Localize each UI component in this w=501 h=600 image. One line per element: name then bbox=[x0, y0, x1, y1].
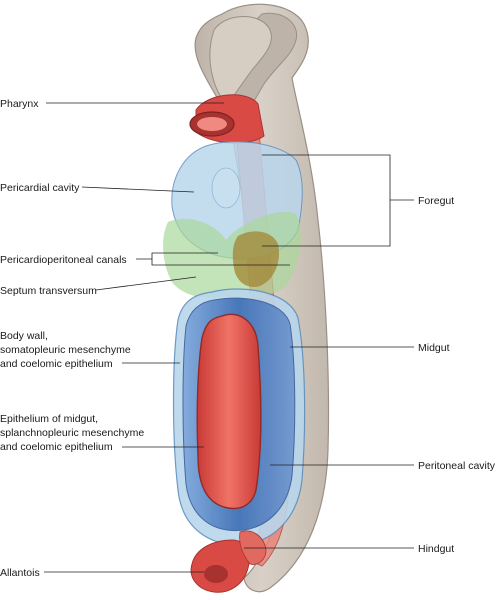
label-hindgut: Hindgut bbox=[418, 543, 454, 555]
septum-leader bbox=[95, 276, 197, 291]
label-septum-transversum: Septum transversum bbox=[0, 285, 97, 297]
pharynx-lumen bbox=[197, 117, 227, 131]
heart-tube bbox=[211, 167, 241, 209]
head-curl-inner bbox=[209, 16, 272, 105]
label-midgut: Midgut bbox=[418, 342, 450, 354]
foregut-bracket bbox=[262, 154, 391, 247]
allantois-opening bbox=[204, 565, 228, 583]
label-body-wall-2: somatopleuric mesenchyme bbox=[0, 344, 131, 356]
label-body-wall-1: Body wall, bbox=[0, 330, 48, 342]
label-epithelium-1: Epithelium of midgut, bbox=[0, 413, 98, 425]
label-allantois: Allantois bbox=[0, 567, 40, 579]
label-pharynx: Pharynx bbox=[0, 98, 39, 110]
label-pericardial-cavity: Pericardial cavity bbox=[0, 182, 80, 194]
midgut bbox=[196, 313, 262, 510]
label-epithelium-2: splanchnopleuric mesenchyme bbox=[0, 427, 144, 439]
pericardial-cavity-leader bbox=[81, 186, 195, 193]
canals-leader bbox=[136, 252, 218, 260]
label-pericardioperitoneal-canals: Pericardioperitoneal canals bbox=[0, 254, 127, 266]
leader-lines bbox=[44, 102, 414, 573]
label-epithelium-3: and coelomic epithelium bbox=[0, 441, 113, 453]
canals-leader-2 bbox=[151, 259, 290, 266]
label-foregut: Foregut bbox=[418, 195, 454, 207]
label-body-wall-3: and coelomic epithelium bbox=[0, 358, 113, 370]
septum-transversum bbox=[232, 231, 280, 288]
label-peritoneal-cavity: Peritoneal cavity bbox=[418, 460, 496, 472]
labels: Pharynx Pericardial cavity Pericardioper… bbox=[0, 98, 496, 579]
